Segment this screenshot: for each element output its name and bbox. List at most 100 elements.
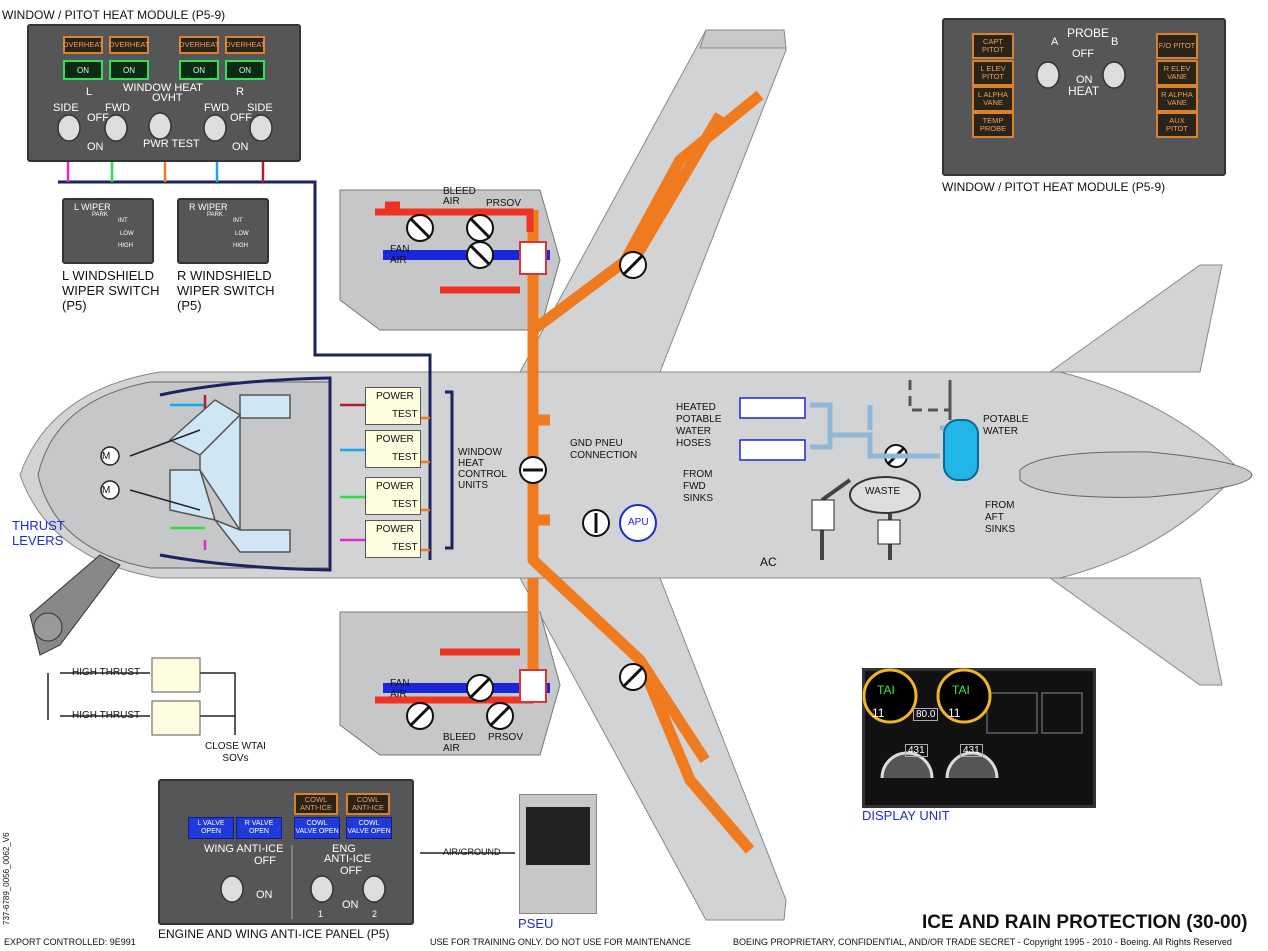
fwd-sinks-3: SINKS: [683, 493, 714, 504]
aft-sinks-3: SINKS: [985, 524, 1016, 535]
top-fan-label: FAN: [390, 244, 410, 255]
probe-heat-toggles[interactable]: [944, 20, 1224, 174]
top-bleed-label: BLEED: [443, 186, 476, 197]
thrust-levers-label: THRUST LEVERS: [12, 518, 65, 548]
probe-b-label: B: [1111, 36, 1119, 48]
top-prsov-label: PRSOV: [486, 198, 522, 209]
l-wiper-low: LOW: [120, 231, 134, 237]
r-wiper-switch[interactable]: R WIPER PARK INT LOW HIGH: [177, 198, 269, 264]
potable-water-label: POTABLE WATER: [983, 414, 1028, 438]
right-label: R: [236, 86, 244, 98]
bottom-fan-label: FAN: [390, 678, 410, 689]
eng-off-label: OFF: [340, 865, 362, 877]
l-wiper-caption-3: (P5): [62, 298, 87, 313]
anti-ice-toggles[interactable]: [160, 781, 412, 923]
on-light-2: ON: [109, 60, 149, 80]
aft-sinks-2: AFT: [985, 512, 1004, 523]
close-wtai-2: SOVs: [222, 753, 249, 764]
potable-water-2: WATER: [983, 426, 1018, 437]
on-light-3: ON: [179, 60, 219, 80]
wing-off-label: OFF: [254, 855, 276, 867]
overheat-light-2: OVERHEAT: [109, 36, 149, 54]
cowl-anti-ice-light-1: COWL ANTI-ICE: [294, 793, 338, 815]
whcu-4: POWER TEST: [365, 520, 421, 558]
display-graphics: [862, 668, 1083, 779]
window-heat-toggles[interactable]: [29, 26, 299, 160]
whcu-3-power: POWER: [376, 481, 414, 492]
copyright-notice: BOEING PROPRIETARY, CONFIDENTIAL, AND/OR…: [733, 937, 1232, 947]
heated-hoses-4: HOSES: [676, 438, 712, 449]
fwd-left-label: FWD: [105, 102, 131, 114]
aux-pitot-light: AUX PITOT: [1156, 112, 1198, 138]
high-thrust-2: HIGH THRUST: [72, 710, 141, 721]
cowl-valve-open-2: COWL VALVE OPEN: [346, 817, 392, 839]
tai-1: TAI: [877, 683, 895, 697]
window-heat-label: WINDOW HEAT: [123, 82, 203, 94]
egt-1: 431: [905, 744, 928, 757]
n1-80-value: 80.0: [913, 708, 939, 721]
waste-tank: [849, 476, 921, 514]
r-wiper-title: R WIPER: [189, 202, 228, 212]
gnd-pneu-label: GND PNEU CONNECTION: [570, 438, 637, 462]
on-light-4: ON: [225, 60, 265, 80]
thrust-lever-icon: [29, 554, 121, 656]
bottom-air-label: AIR: [443, 743, 460, 754]
probe-a-label: A: [1051, 36, 1059, 48]
n1-1: 11: [872, 706, 885, 720]
air-ground-label: AIR/GROUND: [443, 847, 501, 857]
l-wiper-caption-2: WIPER SWITCH: [62, 283, 160, 298]
pseu-faceplate: [526, 807, 590, 865]
l-valve-open-light: L VALVE OPEN: [188, 817, 234, 839]
cowl-valve-open-1: COWL VALVE OPEN: [294, 817, 340, 839]
bottom-prsov-label: PRSOV: [488, 732, 524, 743]
heated-hoses-2: POTABLE: [676, 414, 722, 425]
export-notice: EXPORT CONTROLLED: 9E991: [4, 937, 136, 947]
l-wiper-switch[interactable]: L WIPER PARK INT LOW HIGH: [62, 198, 154, 264]
overheat-light-3: OVERHEAT: [179, 36, 219, 54]
top-fan-air-label: AIR: [390, 255, 407, 266]
side-right-label: SIDE: [247, 102, 273, 114]
right-module-title: WINDOW / PITOT HEAT MODULE (P5-9): [942, 180, 1166, 194]
on-light-1: ON: [63, 60, 103, 80]
lower-stabilizer: [1048, 577, 1223, 686]
l-wiper-caption-1: L WINDSHIELD: [62, 268, 154, 283]
left-module-title: WINDOW / PITOT HEAT MODULE (P5-9): [2, 8, 226, 22]
overheat-light-1: OVERHEAT: [63, 36, 103, 54]
whcu-1-power: POWER: [376, 391, 414, 402]
left-label: L: [86, 86, 93, 98]
r-wiper-caption-2: WIPER SWITCH: [177, 283, 275, 298]
heated-hoses-label: HEATED POTABLE WATER HOSES: [676, 402, 721, 450]
close-wtai-1: CLOSE WTAI: [205, 741, 266, 752]
eng-1-label: 1: [318, 909, 324, 919]
pwr-test-label: PWR TEST: [143, 138, 200, 150]
l-alpha-vane-light: L ALPHA VANE: [972, 86, 1014, 112]
close-wtai-label: CLOSE WTAI SOVs: [205, 741, 266, 765]
r-wiper-int: INT: [233, 218, 243, 224]
off-right-label: OFF: [230, 112, 252, 124]
whcu-label-4: UNITS: [458, 480, 488, 491]
probe-off-label: OFF: [1072, 48, 1094, 60]
whcu-4-power: POWER: [376, 524, 414, 535]
waste-label: WASTE: [865, 486, 901, 497]
fo-pitot-light: F/O PITOT: [1156, 33, 1198, 59]
whcu-label-1: WINDOW: [458, 447, 502, 458]
thrust-levers-1: THRUST: [12, 518, 65, 533]
whcu-3: POWER TEST: [365, 477, 421, 515]
apu-label: APU: [628, 517, 649, 528]
whcu-2: POWER TEST: [365, 430, 421, 468]
tai-2: TAI: [952, 683, 970, 697]
wing-on-label: ON: [256, 889, 273, 901]
l-wiper-title: L WIPER: [74, 202, 111, 212]
l-wiper-park: PARK: [92, 212, 108, 218]
pseu-unit: [519, 794, 597, 914]
l-wiper-high: HIGH: [118, 243, 133, 249]
upper-stabilizer: [1048, 264, 1223, 373]
gnd-pneu-1: GND PNEU: [570, 438, 623, 449]
r-alpha-vane-light: R ALPHA VANE: [1156, 86, 1198, 112]
pseu-label: PSEU: [518, 916, 554, 931]
r-wiper-low: LOW: [235, 231, 249, 237]
heat-label: HEAT: [1068, 84, 1100, 98]
aft-sinks-label: FROM AFT SINKS: [985, 500, 1015, 536]
fwd-right-label: FWD: [204, 102, 230, 114]
r-wiper-park: PARK: [207, 212, 223, 218]
